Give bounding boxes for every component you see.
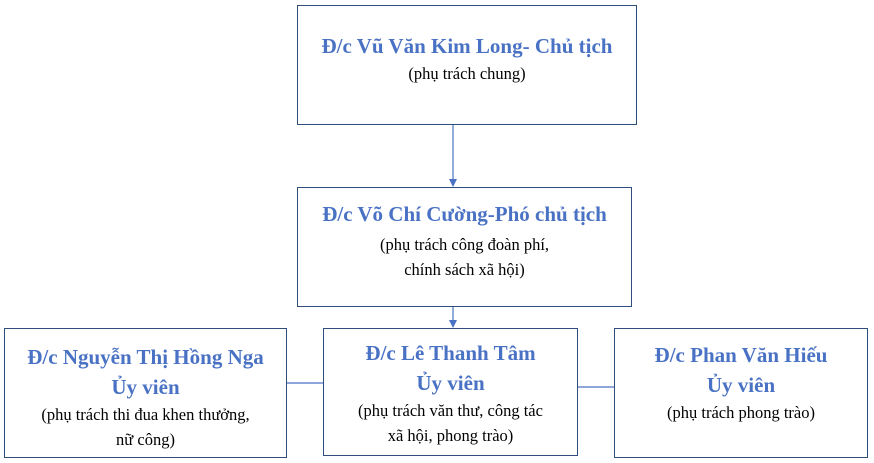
member-desc-line1: (phụ trách thi đua khen thưởng, (41, 405, 250, 424)
member-box-hieu: Đ/c Phan Văn Hiếu Ủy viên (phụ trách pho… (614, 328, 868, 458)
member-role: Ủy viên (111, 375, 180, 399)
member-name: Đ/c Phan Văn Hiếu (654, 343, 828, 367)
member-box-tam: Đ/c Lê Thanh Tâm Ủy viên (phụ trách văn … (323, 328, 578, 456)
vice-chairman-desc-line1: (phụ trách công đoàn phí, (379, 235, 550, 254)
member-desc-line1: (phụ trách văn thư, công tác (358, 401, 543, 420)
chairman-name: Đ/c Vũ Văn Kim Long- Chủ tịch (321, 34, 613, 58)
vice-chairman-name: Đ/c Võ Chí Cường-Phó chủ tịch (322, 202, 607, 226)
member-box-nga: Đ/c Nguyễn Thị Hồng Nga Ủy viên (phụ trá… (4, 328, 287, 458)
member-desc-line2: xã hội, phong trào) (387, 426, 514, 445)
member-role: Ủy viên (416, 371, 485, 395)
member-name: Đ/c Lê Thanh Tâm (365, 341, 536, 365)
chairman-box: Đ/c Vũ Văn Kim Long- Chủ tịch (phụ trách… (297, 5, 637, 125)
member-name: Đ/c Nguyễn Thị Hồng Nga (27, 345, 264, 369)
chairman-desc: (phụ trách chung) (408, 64, 526, 83)
member-desc-line1: (phụ trách phong trào) (667, 403, 815, 422)
vice-chairman-box: Đ/c Võ Chí Cường-Phó chủ tịch (phụ trách… (297, 187, 632, 307)
member-role: Ủy viên (706, 373, 776, 397)
vice-chairman-desc-line2: chính sách xã hội) (404, 260, 525, 279)
member-desc-line2: nữ công) (116, 430, 175, 449)
